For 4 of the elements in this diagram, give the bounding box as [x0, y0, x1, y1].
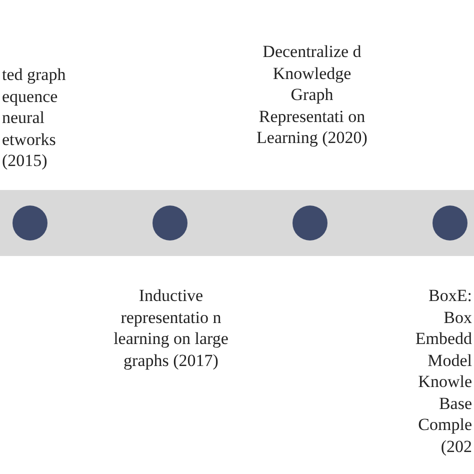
milestone-caption: BoxE: Box Embedd Model Knowle Base Comple (202 [414, 285, 472, 457]
milestone-caption: Inductive representatio n learning on large graphs (2017) [112, 285, 230, 371]
milestone-caption: ted graph equence neural etworks (2015) [2, 64, 67, 172]
milestone-caption: Decentralize d Knowledge Graph Representati on Learning (2020) [256, 41, 368, 148]
